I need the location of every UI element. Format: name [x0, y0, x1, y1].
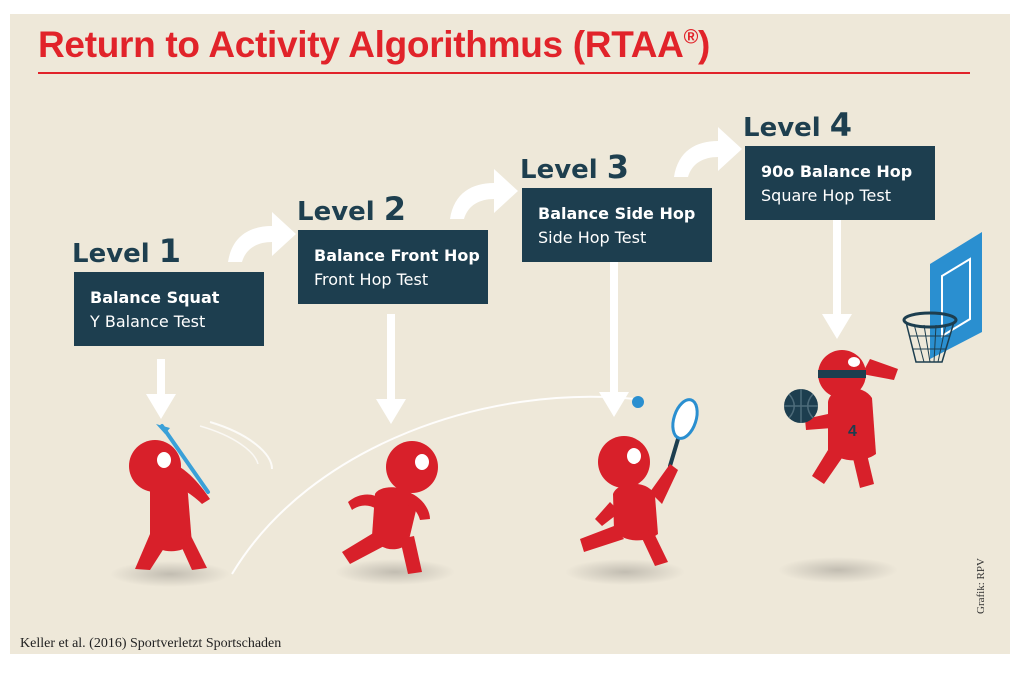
diagram-canvas: Return to Activity Algorithmus (RTAA®)	[10, 14, 1010, 654]
down-arrow-1	[146, 359, 176, 419]
level-2-exercise: Balance Front Hop	[314, 246, 480, 265]
basketball-player-figure: 4	[784, 350, 898, 488]
curved-arrow-3-4	[674, 127, 742, 177]
swing-arc	[209, 421, 273, 470]
level-3-number: 3	[606, 148, 630, 186]
level-2-number: 2	[383, 190, 407, 228]
basketball-hoop	[902, 232, 982, 363]
citation: Keller et al. (2016) Sportverletzt Sport…	[20, 636, 282, 651]
level-4-exercise: 90o Balance Hop	[761, 162, 913, 181]
level-3-exercise: Balance Side Hop	[538, 204, 696, 223]
shadow-2	[335, 559, 455, 585]
level-4-box: 90o Balance Hop Square Hop Test	[745, 146, 935, 220]
level-1-box: Balance Squat Y Balance Test	[74, 272, 264, 346]
level-1-number: 1	[158, 232, 182, 270]
racket-head	[671, 398, 699, 440]
level-2-test: Front Hop Test	[314, 270, 429, 289]
illustration-layer: 4	[110, 127, 982, 587]
tennis-figure	[580, 396, 699, 566]
golfer-figure	[129, 424, 210, 570]
graphic-credit: Grafik: RPV	[975, 558, 987, 614]
diagram-title: Return to Activity Algorithmus (RTAA®)	[38, 24, 710, 66]
down-arrow-3	[599, 262, 629, 417]
title-close: )	[698, 24, 711, 65]
level-1-exercise: Balance Squat	[90, 288, 220, 307]
shadow-3	[565, 559, 685, 585]
down-arrow-4	[822, 219, 852, 339]
level-3-label: Level 3	[520, 148, 630, 186]
level-2-box: Balance Front Hop Front Hop Test	[298, 230, 488, 304]
ball-trajectory	[231, 395, 636, 575]
curved-arrow-2-3	[450, 169, 518, 219]
title-underline	[38, 72, 970, 74]
level-4-label: Level 4	[743, 106, 853, 144]
level-3-test: Side Hop Test	[538, 228, 647, 247]
shadow-4	[778, 557, 898, 583]
runner-figure	[342, 441, 438, 574]
level-4-number: 4	[829, 106, 853, 144]
shadow-1	[110, 561, 230, 587]
level-1-test: Y Balance Test	[90, 312, 206, 331]
curved-arrow-1-2	[228, 212, 296, 262]
registered-mark: ®	[683, 26, 699, 49]
level-1-label: Level 1	[72, 232, 182, 270]
jersey-number: 4	[848, 423, 857, 440]
level-3-box: Balance Side Hop Side Hop Test	[522, 188, 712, 262]
down-arrow-2	[376, 314, 406, 424]
racket-handle	[668, 437, 680, 468]
level-2-label: Level 2	[297, 190, 407, 228]
title-text: Return to Activity Algorithmus (RTAA	[38, 24, 684, 65]
tennis-ball	[632, 396, 644, 408]
level-4-test: Square Hop Test	[761, 186, 891, 205]
golf-club	[160, 424, 210, 494]
